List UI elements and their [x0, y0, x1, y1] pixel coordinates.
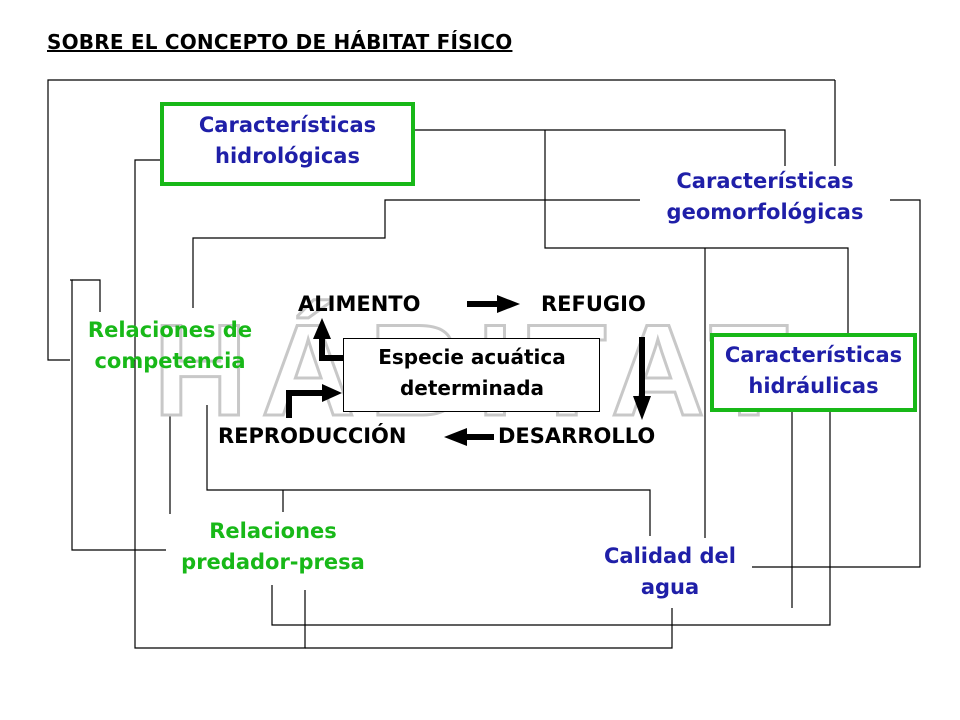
node-calidad-line1: Calidad del [604, 544, 736, 568]
node-predador: Relaciones predador-presa [166, 516, 380, 578]
connector-loop-8 [206, 405, 651, 536]
arrow-alimento-refugio [467, 295, 520, 313]
connector-loop-3 [415, 129, 786, 172]
node-hidraulicas-line1: Características [724, 343, 903, 367]
connector-loop-12 [271, 412, 831, 626]
node-predador-line2: predador-presa [181, 550, 365, 574]
node-hidrologicas-box [160, 102, 415, 186]
node-predador-line1: Relaciones [209, 519, 337, 543]
page-title: SOBRE EL CONCEPTO DE HÁBITAT FÍSICO [47, 30, 513, 54]
node-geomorfologicas-bg [640, 166, 890, 236]
cycle-refugio: REFUGIO [541, 292, 646, 316]
cycle-alimento: ALIMENTO [298, 292, 421, 316]
node-calidad-line2: agua [640, 575, 700, 599]
center-species-line1: Especie acuática [378, 345, 566, 369]
center-species-line2: determinada [399, 376, 545, 400]
node-competencia-line2: competencia [94, 349, 246, 373]
node-calidad: Calidad del agua [588, 541, 752, 603]
connector-loop-4 [544, 130, 849, 335]
connector-loop-10 [70, 279, 168, 551]
connector-loop-10-b [72, 279, 101, 312]
node-hidrologicas-line1: Características [198, 113, 377, 137]
node-hidraulicas-box [710, 333, 917, 412]
node-hidraulicas: Características hidráulicas [708, 340, 919, 402]
arrow-refugio-desarrollo [633, 337, 651, 420]
node-hidraulicas-line2: hidráulicas [748, 374, 879, 398]
node-hidrologicas: Características hidrológicas [160, 110, 415, 172]
connector-loop-6 [752, 199, 921, 568]
arrow-desarrollo-reproduccion [444, 428, 494, 446]
node-competencia: Relaciones de competencia [72, 315, 268, 377]
arrow-species-alimento [313, 318, 343, 361]
node-geomorfologicas-line1: Características [676, 169, 854, 193]
center-species: Especie acuática determinada [343, 342, 601, 404]
node-geomorfologicas-line2: geomorfológicas [666, 200, 864, 224]
center-species-box [343, 338, 600, 412]
node-geomorfologicas: Características geomorfológicas [640, 166, 890, 228]
connector-loop-1 [47, 79, 835, 361]
node-competencia-line1: Relaciones de [87, 318, 253, 342]
connector-loop-2-b [305, 608, 673, 649]
connector-loop-5 [192, 199, 640, 308]
connector-loop-2 [134, 159, 306, 649]
cycle-desarrollo: DESARROLLO [498, 424, 656, 448]
node-calidad-bg [588, 538, 752, 608]
node-hidrologicas-line2: hidrológicas [215, 144, 360, 168]
arrow-reproduccion-species [286, 384, 342, 418]
node-predador-bg [166, 514, 380, 584]
cycle-reproduccion: REPRODUCCIÓN [218, 424, 407, 448]
